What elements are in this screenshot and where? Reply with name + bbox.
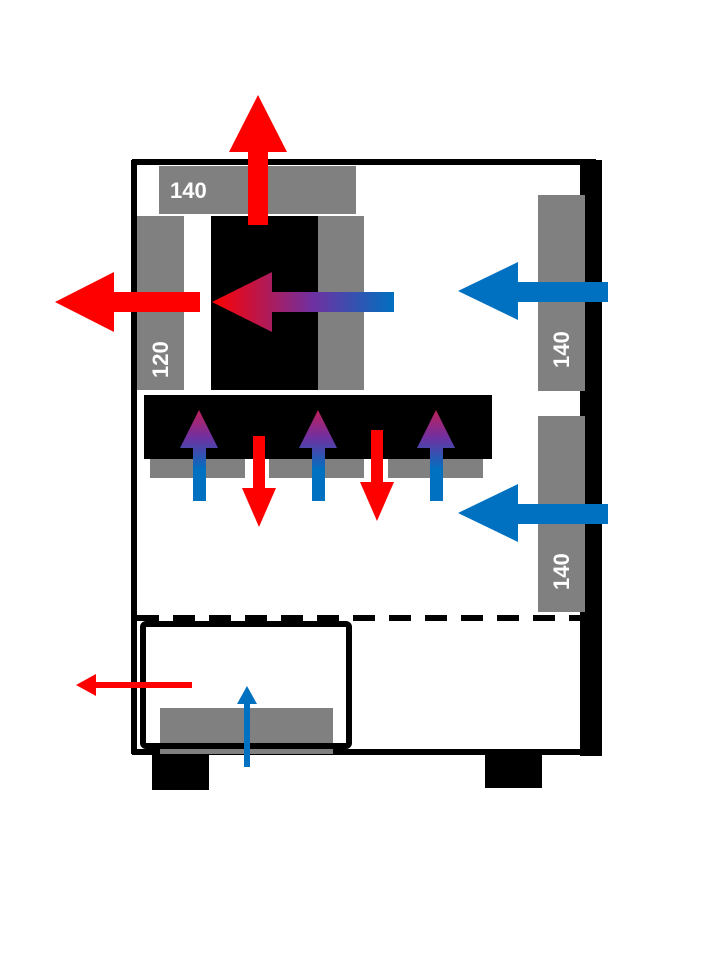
front-fan-upper-label: 140 bbox=[549, 331, 574, 368]
hot-exhaust-arrows bbox=[55, 95, 394, 696]
gpu-intake-arrow-3 bbox=[417, 410, 455, 501]
front-panel bbox=[580, 160, 602, 756]
case-foot-front bbox=[485, 754, 542, 788]
top-fan-label: 140 bbox=[170, 178, 207, 203]
front-fan-lower-label: 140 bbox=[549, 553, 574, 590]
top-exhaust-arrow bbox=[229, 95, 287, 225]
gpu-exhaust-arrow-1 bbox=[242, 436, 276, 527]
warming-airflow-arrows bbox=[180, 272, 455, 501]
front-intake-arrow-lower bbox=[458, 484, 608, 542]
gpu-intake-arrow-2 bbox=[299, 410, 337, 501]
rear-exhaust-arrow bbox=[55, 272, 200, 332]
psu-exhaust-arrow bbox=[76, 674, 192, 696]
gpu-intake-arrow-1 bbox=[180, 410, 218, 501]
rear-fan-label: 120 bbox=[148, 341, 173, 378]
case-foot-rear bbox=[152, 754, 209, 790]
front-intake-arrow-upper bbox=[458, 262, 608, 320]
gpu-exhaust-arrow-2 bbox=[360, 430, 394, 521]
cpu-airflow-arrow bbox=[212, 272, 394, 332]
psu-intake-arrow bbox=[237, 686, 257, 767]
cool-intake-arrows bbox=[237, 262, 608, 767]
